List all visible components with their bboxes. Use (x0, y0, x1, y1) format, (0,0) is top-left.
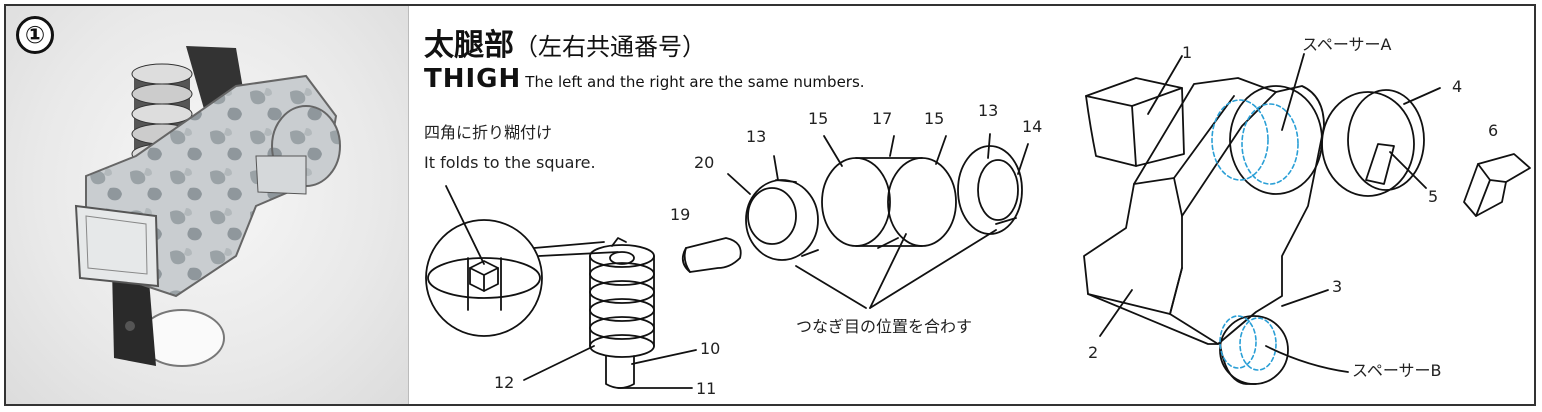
part-4-5-disc (1321, 87, 1441, 197)
part-1-block (1085, 55, 1185, 167)
spacer-b-dashed (1219, 315, 1277, 371)
title-japanese: 太腿部（左右共通番号） (424, 20, 706, 64)
title-jp-sub: （左右共通番号） (514, 33, 706, 61)
spring-column-assembly (523, 237, 697, 389)
label-part-2: 2 (1088, 343, 1099, 362)
label-part-13b: 13 (978, 101, 999, 120)
label-part-19: 19 (670, 205, 691, 224)
assembly-diagram (425, 53, 1531, 389)
part-6-piece (1463, 153, 1531, 217)
label-part-20: 20 (694, 153, 715, 172)
label-part-3: 3 (1332, 277, 1343, 296)
cylinder-15-17 (821, 135, 957, 249)
label-part-5: 5 (1428, 187, 1439, 206)
title-en-note: The left and the right are the same numb… (525, 73, 865, 91)
label-part-14: 14 (1022, 117, 1043, 136)
label-part-11: 11 (696, 379, 717, 398)
fold-detail-magnifier (425, 185, 619, 337)
note-fold-jp: 四角に折り糊付け (424, 123, 553, 142)
note-align-jp: つなぎ目の位置を合わす (796, 317, 973, 336)
label-part-12: 12 (494, 373, 515, 392)
label-part-6: 6 (1488, 121, 1499, 140)
label-spacer-b: スペーサーB (1352, 361, 1442, 380)
label-part-13a: 13 (746, 127, 767, 146)
part-19-shape (681, 237, 742, 273)
thigh-main-body (1083, 77, 1329, 385)
label-part-4: 4 (1452, 77, 1463, 96)
spacer-a-dashed (1211, 99, 1299, 185)
alignment-leaders (795, 229, 997, 309)
model-photo-illustration (74, 46, 341, 367)
ring-13-14 (957, 133, 1029, 235)
label-spacer-a: スペーサーA (1302, 35, 1392, 54)
label-part-15b: 15 (924, 109, 945, 128)
ring-13-20 (727, 155, 819, 261)
title-jp-main: 太腿部 (424, 28, 514, 63)
label-part-1: 1 (1182, 43, 1193, 62)
label-part-10: 10 (700, 339, 721, 358)
step-number-badge: ① (16, 16, 54, 54)
title-en-main: THIGH (424, 64, 522, 94)
label-part-15a: 15 (808, 109, 829, 128)
assembled-model-photo: ① (6, 6, 409, 404)
note-fold-en: It folds to the square. (424, 153, 596, 172)
label-part-17: 17 (872, 109, 893, 128)
